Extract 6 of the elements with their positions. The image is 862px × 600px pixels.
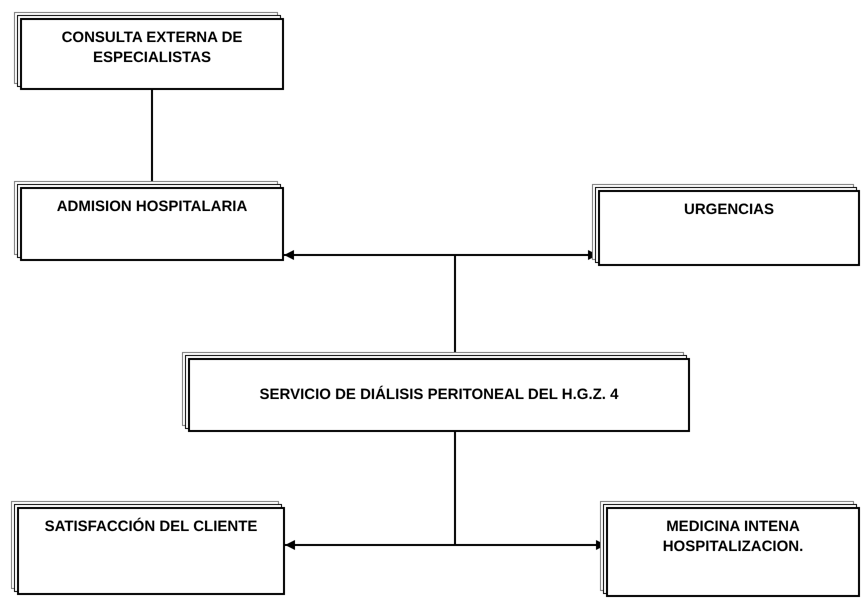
box-label: ADMISION HOSPITALARIA [56,197,248,217]
box-label: MEDICINA INTENA HOSPITALIZACION. [662,517,804,557]
box-label: CONSULTA EXTERNA DE ESPECIALISTAS [60,28,244,68]
box-label: SERVICIO DE DIÁLISIS PERITONEAL DEL H.G.Z. 4 [258,385,620,405]
box-label: URGENCIAS [682,200,775,220]
box-label: SATISFACCIÓN DEL CLIENTE [44,517,258,537]
